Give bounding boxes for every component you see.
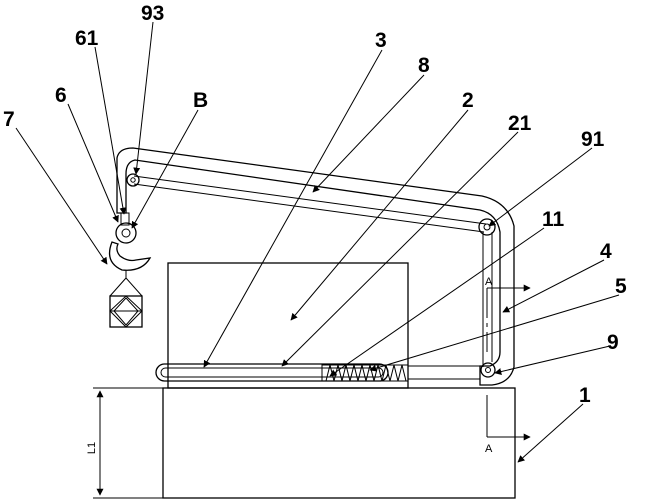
label-6: 6 [55, 84, 67, 107]
label-21: 21 [508, 112, 532, 135]
label-5: 5 [615, 275, 627, 298]
pulley-93 [126, 173, 140, 187]
label-91: 91 [581, 128, 605, 151]
label-11: 11 [542, 208, 565, 231]
pulley-91 [478, 218, 496, 236]
hook-assembly [108, 212, 152, 297]
label-7: 7 [3, 108, 15, 131]
dimension-label: L1 [86, 442, 98, 454]
label-4: 4 [600, 240, 612, 263]
label-b: B [193, 89, 208, 112]
label-3: 3 [375, 29, 387, 52]
base-block [93, 387, 516, 499]
section-label-bottom: A [485, 443, 493, 455]
section-a-a: A A [485, 276, 531, 455]
container-box [167, 262, 409, 389]
leader-lines [15, 21, 620, 463]
reference-labels: 93 61 3 8 6 B 2 7 21 91 11 4 5 9 1 [3, 2, 627, 407]
inner-cable [133, 175, 493, 367]
label-8: 8 [418, 54, 430, 77]
label-9: 9 [607, 331, 619, 354]
label-61: 61 [75, 27, 99, 50]
spring [321, 364, 409, 382]
section-label-top: A [485, 276, 493, 288]
dimension-l1: L1 [86, 390, 104, 496]
label-1: 1 [579, 384, 591, 407]
label-2: 2 [462, 89, 474, 112]
push-rod [408, 365, 480, 380]
label-93: 93 [141, 2, 164, 25]
load-weight [109, 295, 143, 328]
pulley-9 [480, 362, 496, 378]
arm-frame [116, 147, 515, 386]
